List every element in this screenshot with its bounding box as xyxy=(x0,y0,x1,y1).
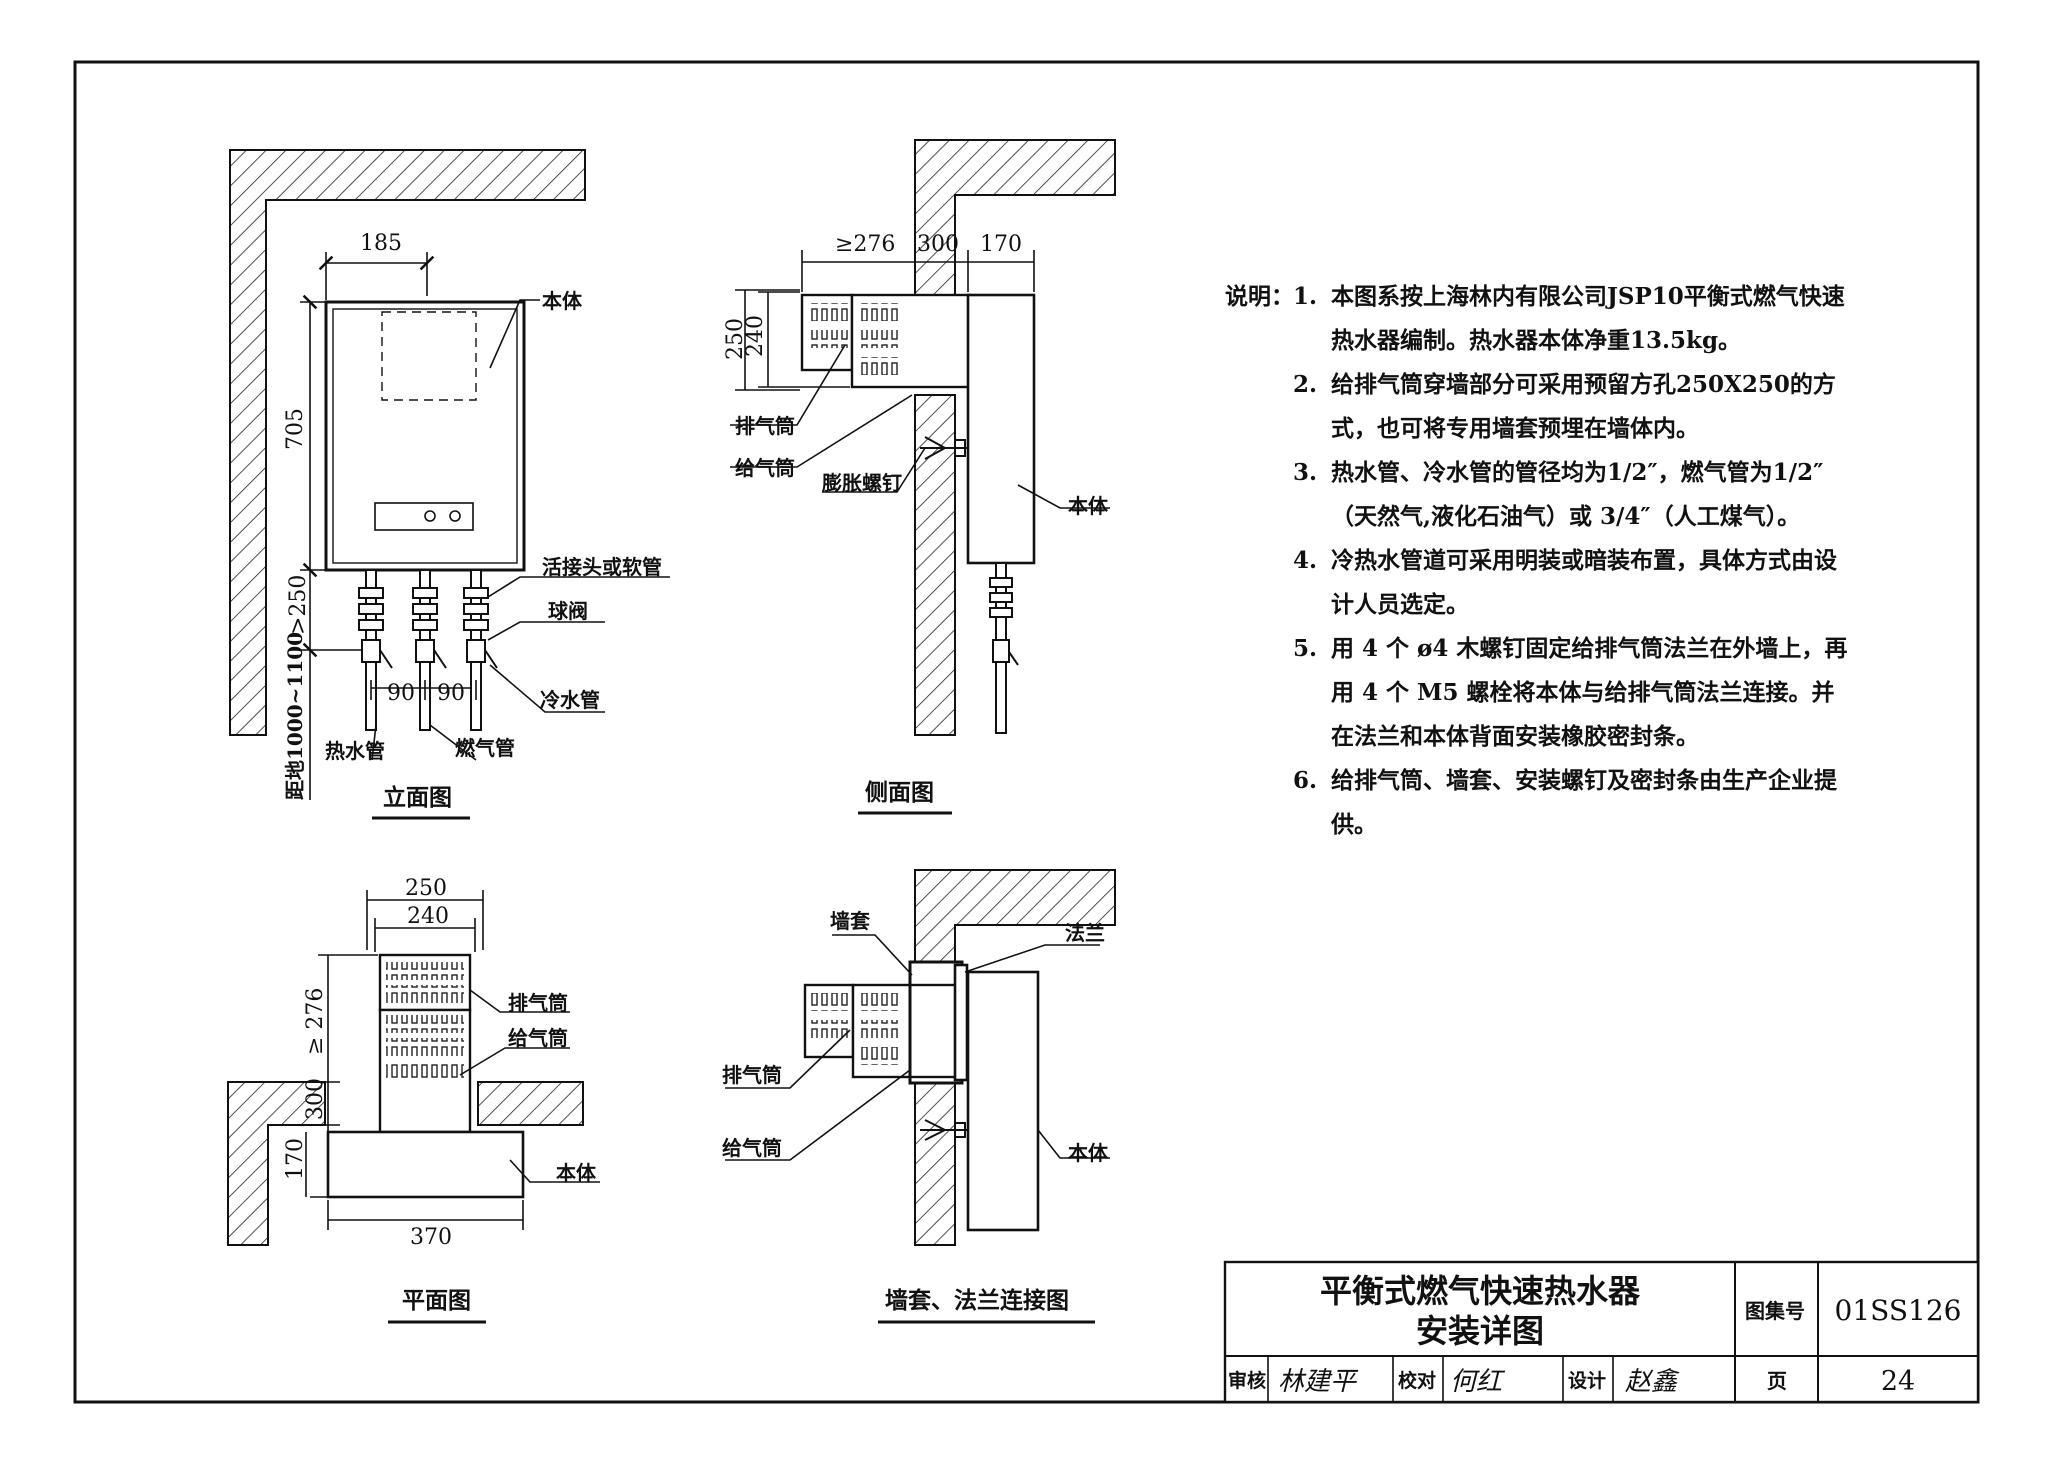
control-panel xyxy=(374,502,474,531)
atlas-label: 图集号 xyxy=(1745,1299,1805,1323)
plan-dim-bottom: 370 xyxy=(410,1225,452,1250)
plan-dim-top-inner: 240 xyxy=(407,904,449,929)
sleeve-label-exhaust: 排气筒 xyxy=(722,1063,782,1087)
plan-view: 250 240 ≥ 276 300 170 370 排气筒 给气筒 本体 平面图 xyxy=(227,876,600,1324)
plan-title: 平面图 xyxy=(402,1287,471,1314)
dim-spacing-1: 90 xyxy=(387,681,415,706)
sleeve-view: 墙套 法兰 排气筒 给气筒 本体 墙套、法兰连接图 xyxy=(722,869,1116,1324)
dim-spacing-2: 90 xyxy=(437,681,465,706)
dim-below: >250 xyxy=(286,575,311,635)
side-heater-body xyxy=(966,293,1036,565)
title-block: 平衡式燃气快速热水器 安装详图 图集号 01SS126 审核 林建平 校对 何红… xyxy=(1223,1260,1980,1404)
plan-label-body: 本体 xyxy=(556,1161,597,1185)
review-label: 审核 xyxy=(1228,1369,1266,1392)
notes-list: 1.本图系按上海林内有限公司JSP10平衡式燃气快速热水器编制。热水器本体净重1… xyxy=(1293,275,1853,847)
title-line2: 安装详图 xyxy=(1416,1312,1544,1350)
side-pipe xyxy=(989,562,1019,734)
side-dim-b: 300 xyxy=(917,232,959,257)
title-line1: 平衡式燃气快速热水器 xyxy=(1320,1272,1641,1310)
plan-dim-left-b: 300 xyxy=(303,1078,328,1120)
side-expansion-bolt xyxy=(920,436,968,460)
note-item: 2.给排气筒穿墙部分可采用预留方孔250X250的方式，也可将专用墙套预埋在墙体… xyxy=(1293,371,1836,442)
side-label-bolt: 膨胀螺钉 xyxy=(821,471,902,495)
elevation-title: 立面图 xyxy=(383,784,452,811)
side-dim-d: 250 xyxy=(723,318,748,360)
plan-label-exhaust: 排气筒 xyxy=(508,991,568,1015)
dim-height: 705 xyxy=(283,408,308,450)
elevation-view: 185 705 >250 距地1000~1100 90 90 本体 活接头或软管… xyxy=(229,149,670,820)
pipes xyxy=(358,569,498,731)
plan-dim-top-outer: 250 xyxy=(405,876,447,901)
label-hot-pipe: 热水管 xyxy=(325,739,385,763)
side-title: 侧面图 xyxy=(865,779,934,806)
dim-width: 185 xyxy=(360,231,402,256)
note-item: 6.给排气筒、墙套、安装螺钉及密封条由生产企业提供。 xyxy=(1293,767,1837,838)
plan-dim-left-c: 170 xyxy=(283,1138,308,1180)
sleeve-label-flange: 法兰 xyxy=(1065,921,1105,945)
side-label-exhaust: 排气筒 xyxy=(735,414,795,438)
plan-dim-left-a: ≥ 276 xyxy=(303,988,328,1055)
dim-floor: 距地1000~1100 xyxy=(283,632,307,800)
sleeve-label-body: 本体 xyxy=(1068,1141,1109,1165)
side-view: ≥276 300 170 250 240 排气筒 给气筒 膨胀螺钉 本体 侧面图 xyxy=(723,139,1116,815)
plan-heater-body xyxy=(326,1130,525,1199)
check-label: 校对 xyxy=(1398,1369,1436,1392)
side-dim-a: ≥276 xyxy=(835,232,895,257)
design-signature: 赵鑫 xyxy=(1625,1367,1680,1397)
page-no: 24 xyxy=(1881,1366,1915,1397)
side-dim-c: 170 xyxy=(980,232,1022,257)
label-cold-pipe: 冷水管 xyxy=(540,688,600,712)
note-item: 4.冷热水管道可采用明装或暗装布置，具体方式由设计人员选定。 xyxy=(1293,547,1837,618)
sleeve-label-sleeve: 墙套 xyxy=(830,909,870,933)
label-union: 活接头或软管 xyxy=(542,555,662,579)
side-label-body: 本体 xyxy=(1068,494,1109,518)
atlas-no: 01SS126 xyxy=(1835,1294,1962,1327)
note-item: 1.本图系按上海林内有限公司JSP10平衡式燃气快速热水器编制。热水器本体净重1… xyxy=(1293,283,1845,354)
label-body: 本体 xyxy=(542,289,583,313)
sheet-border xyxy=(73,60,1980,1404)
elevation-wall xyxy=(229,149,586,736)
sleeve-label-supply: 给气筒 xyxy=(722,1136,782,1160)
flange xyxy=(953,963,969,1082)
side-dim-e: 240 xyxy=(743,315,768,357)
page-label: 页 xyxy=(1767,1369,1787,1393)
plan-label-supply: 给气筒 xyxy=(508,1026,568,1050)
review-signature: 林建平 xyxy=(1278,1367,1359,1397)
note-item: 3.热水管、冷水管的管径均为1/2″，燃气管为1/2″（天然气,液化石油气）或 … xyxy=(1293,459,1824,530)
note-item: 5.用 4 个 ø4 木螺钉固定给排气筒法兰在外墙上，再用 4 个 M5 螺栓将… xyxy=(1293,635,1848,750)
heater-window xyxy=(381,311,477,401)
heater-body xyxy=(324,300,526,572)
check-signature: 何红 xyxy=(1450,1367,1506,1397)
notes-heading: 说明： xyxy=(1225,283,1294,310)
sleeve-title: 墙套、法兰连接图 xyxy=(885,1287,1069,1314)
label-gas-pipe: 燃气管 xyxy=(455,736,515,760)
label-valve: 球阀 xyxy=(548,599,588,623)
design-label: 设计 xyxy=(1568,1370,1606,1392)
sleeve-heater-body xyxy=(966,970,1040,1232)
side-label-supply: 给气筒 xyxy=(735,456,795,480)
